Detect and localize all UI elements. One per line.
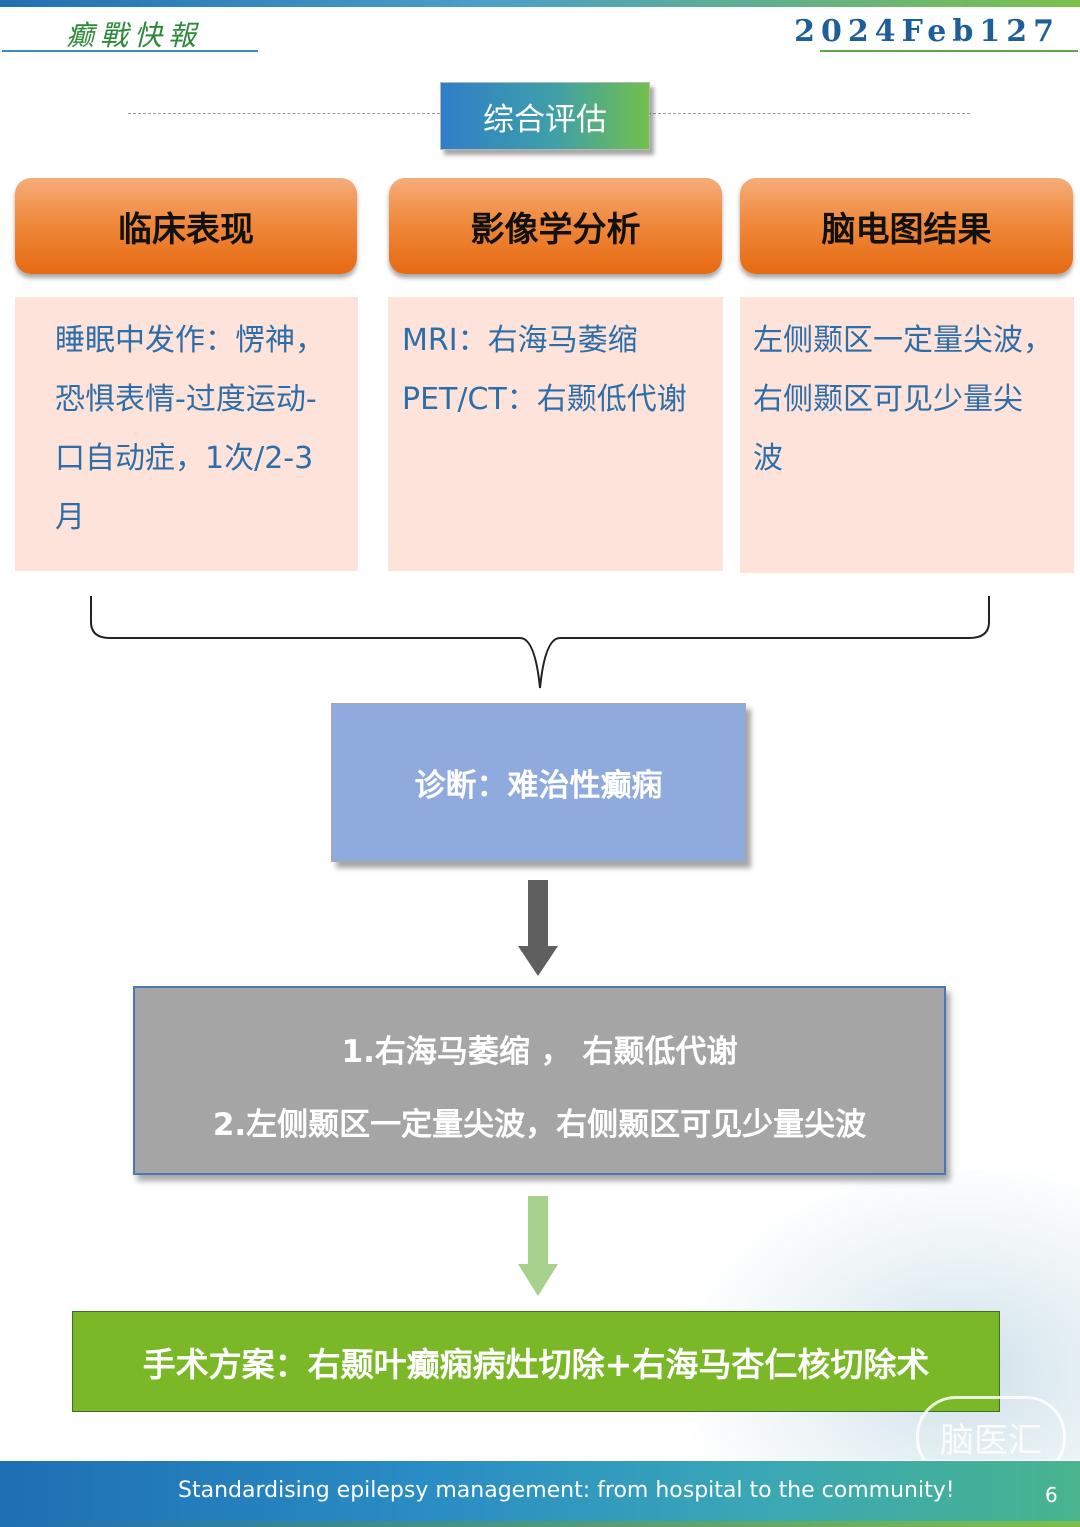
down-arrow-icon <box>518 880 558 976</box>
footer-bar: Standardising epilepsy management: from … <box>0 1461 1080 1521</box>
eeg-line: 波 <box>753 441 783 476</box>
panel-imaging: MRI：右海马萎缩 PET/CT：右颞低代谢 <box>388 297 723 571</box>
finding-line: 1.右海马萎缩 ， 右颞低代谢 <box>341 1034 738 1070</box>
surgery-plan-box: 手术方案：右颞叶癫痫病灶切除+右海马杏仁核切除术 <box>72 1311 1000 1412</box>
imaging-line: PET/CT：右颞低代谢 <box>402 382 687 417</box>
header-imaging: 影像学分析 <box>389 178 722 274</box>
findings-box: 1.右海马萎缩 ， 右颞低代谢 2.左侧颞区一定量尖波，右侧颞区可见少量尖波 <box>133 986 946 1175</box>
clinical-line: 睡眠中发作：愣神， <box>55 323 325 358</box>
eeg-line: 右侧颞区可见少量尖 <box>753 382 1023 417</box>
bottom-color-bar <box>0 1521 1080 1527</box>
clinical-line: 恐惧表情-过度运动- <box>55 382 317 417</box>
eeg-line: 左侧颞区一定量尖波， <box>753 323 1053 358</box>
summary-brace <box>90 596 990 689</box>
page-number: 6 <box>1045 1483 1058 1507</box>
title-dashed-line-right <box>648 113 970 114</box>
newsletter-brand: 癫戰快報 <box>66 19 203 52</box>
diagnosis-box: 诊断：难治性癫痫 <box>331 703 746 862</box>
watermark-logo-text: 脑医汇 <box>940 1420 1042 1461</box>
panel-eeg: 左侧颞区一定量尖波， 右侧颞区可见少量尖 波 <box>740 297 1074 573</box>
title-dashed-line-left <box>128 113 440 114</box>
brand-underline <box>2 50 258 52</box>
section-title: 综合评估 <box>440 82 650 150</box>
issue-underline <box>820 50 1078 52</box>
imaging-line: MRI：右海马萎缩 <box>402 323 638 358</box>
down-arrow-green-icon <box>518 1196 558 1296</box>
finding-line: 2.左侧颞区一定量尖波，右侧颞区可见少量尖波 <box>212 1107 867 1143</box>
clinical-line: 口自动症，1次/2-3 <box>55 441 314 476</box>
footer-slogan: Standardising epilepsy management: from … <box>178 1478 955 1503</box>
header-eeg: 脑电图结果 <box>740 178 1073 274</box>
panel-clinical: 睡眠中发作：愣神， 恐惧表情-过度运动- 口自动症，1次/2-3 月 <box>15 297 358 571</box>
top-color-bar <box>0 0 1080 7</box>
clinical-line: 月 <box>55 500 85 535</box>
header-clinical: 临床表现 <box>15 178 357 274</box>
issue-number: 2024Feb127 <box>794 14 1060 49</box>
